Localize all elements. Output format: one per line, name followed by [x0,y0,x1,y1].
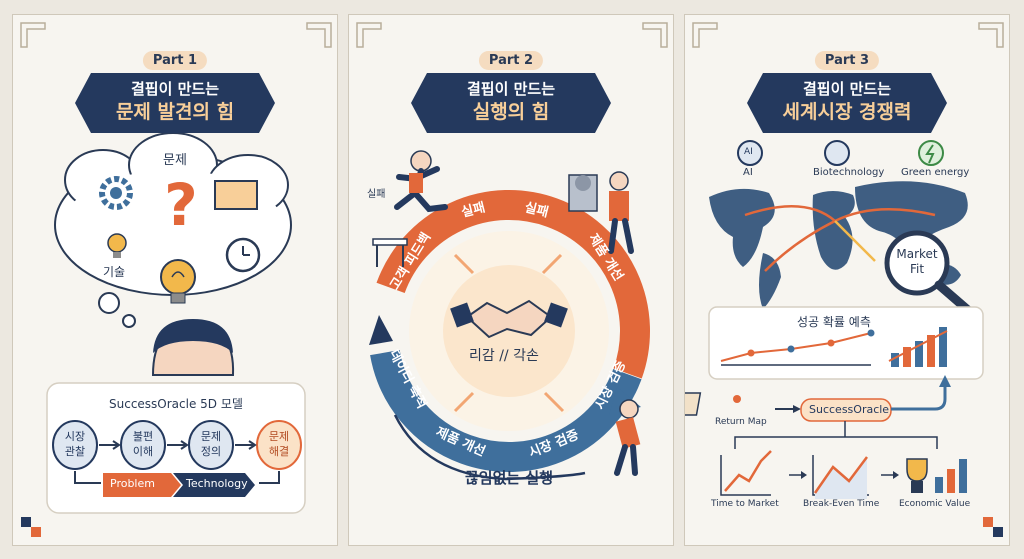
model-title: SuccessOracle 5D 모델 [109,397,243,411]
corner-ornament-icon [978,22,1004,48]
panel2-header: Part 2 결핍이 만드는 실행의 힘 [349,41,673,137]
panel-part1: ? [12,14,338,546]
ai-chip-icon [737,140,763,166]
title-line2: 세계시장 경쟁력 [782,101,912,123]
title-line2: 실행의 힘 [472,101,550,123]
thought-label-tech: 기술 [103,265,126,279]
corner-ornament-icon [642,22,668,48]
panel-part2: Part 2 결핍이 만드는 실행의 힘 실패 실패 실패 제품 개선 고객 피… [348,14,674,546]
title-line1: 결핍이 만드는 [802,80,892,98]
corner-ornament-icon [306,22,332,48]
bottom-caption: 끊임없는 실행 [465,469,554,487]
title-banner: 결핍이 만드는 세계시장 경쟁력 [747,73,947,133]
corner-ornament-icon [692,22,718,48]
person-head-icon [151,319,235,376]
runner-label: 실패 [367,189,386,200]
title-line2: 문제 발견의 힘 [115,101,235,123]
metric-time-to-market: Time to Market [711,499,779,509]
lightbulb-icon [160,259,196,304]
small-bulb-icon [107,233,127,258]
oracle-label: SuccessOracle [809,403,890,416]
ai-label-below: AI [743,167,753,178]
part-label: Part 3 [814,51,880,70]
step-oval [120,420,166,470]
title-banner: 결핍이 만드는 문제 발견의 힘 [75,73,275,133]
pusher-person-icon [614,399,641,476]
thought-label-problem: 문제 [163,153,187,168]
execution-cycle [368,189,650,472]
ai-chip-label: AI [744,147,753,157]
technology-bar [173,473,255,497]
return-map-label: Return Map [715,417,767,427]
panel3-art [685,22,1004,537]
clock-icon [225,237,261,273]
note-card-icon [214,180,258,210]
molecule-icon [824,140,850,166]
title-banner: 결핍이 만드는 실행의 힘 [411,73,611,133]
corner-ornament-icon [20,22,46,48]
gear-icon [99,176,133,210]
cycle-center-text: 리감 // 각손 [469,348,539,364]
biotechnology-label: Biotechnology [813,167,885,178]
return-map-icon [685,392,741,416]
panel-part3: Part 3 결핍이 만드는 세계시장 경쟁력 AI Biotechnology… [684,14,1010,546]
green-energy-label: Green energy [901,167,970,178]
worker-machine-icon [568,171,634,254]
panel1-header: Part 1 결핍이 만드는 문제 발견의 힘 [13,41,337,137]
probability-card [708,306,984,380]
title-line1: 결핍이 만드는 [466,80,556,98]
world-map [709,181,968,309]
step-oval [188,420,234,470]
probability-title: 성공 확률 예측 [797,315,871,329]
panel1-art: ? [20,22,332,537]
metric-economic-value: Economic Value [899,499,971,509]
metric-break-even: Break-Even Time [803,499,880,509]
corner-ornament-icon [356,22,382,48]
trophy-icon [906,458,928,493]
time-to-market-chart [720,450,772,496]
question-mark-icon: ? [164,171,198,239]
panel3-header: Part 3 결핍이 만드는 세계시장 경쟁력 [685,41,1009,137]
handshake-icon [450,299,568,339]
problem-label: Problem [110,477,155,490]
step-oval [52,420,98,470]
economic-value-bars [935,459,967,493]
probability-bars [888,327,948,367]
technology-label: Technology [186,477,248,490]
part-label: Part 2 [478,51,544,70]
hurdle-icon [372,238,408,267]
magnifier-icon [884,230,974,316]
break-even-chart [812,455,869,499]
runner-icon [394,150,448,213]
panel2-art [356,22,668,481]
step-oval [256,420,302,470]
problem-bar [103,473,181,497]
title-line1: 결핍이 만드는 [130,80,220,98]
part-label: Part 1 [142,51,208,70]
